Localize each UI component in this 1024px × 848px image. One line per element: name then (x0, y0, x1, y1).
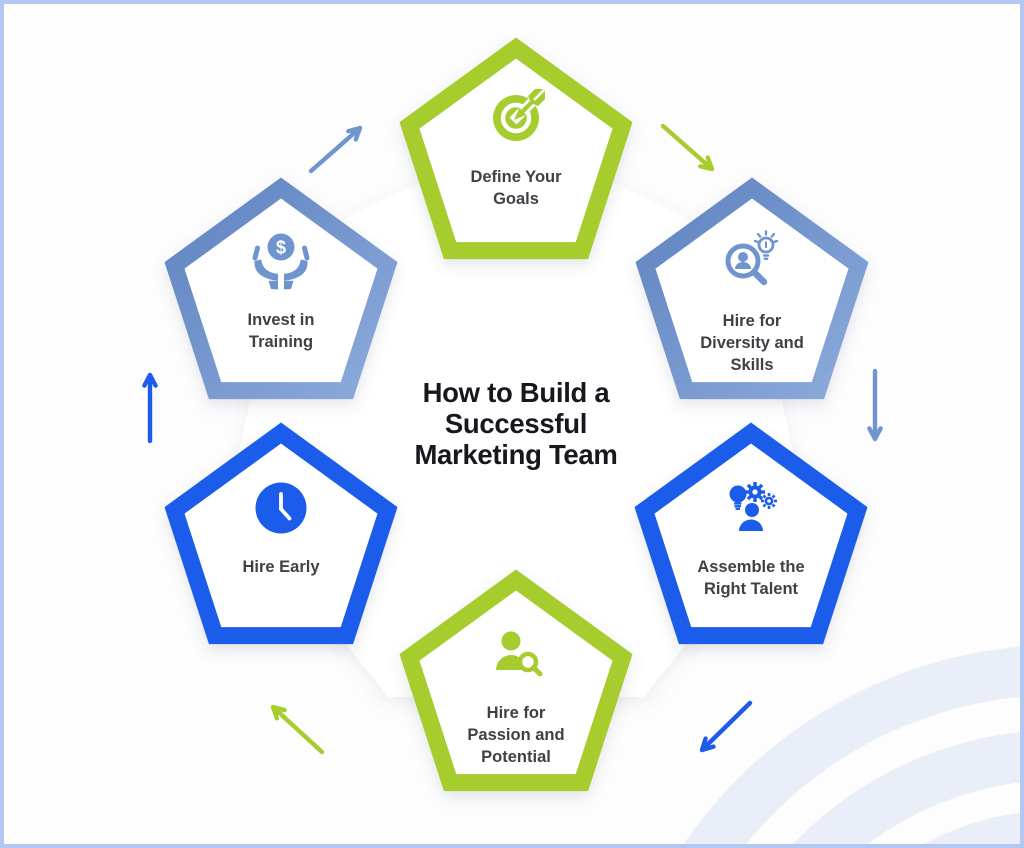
diagram-title: How to Build a Successful Marketing Team (414, 377, 618, 470)
pentagon-hire-for-diversity (635, 177, 869, 400)
pentagon-hire-early (164, 422, 398, 645)
svg-text:$: $ (276, 238, 286, 258)
clock-icon (255, 482, 307, 534)
step-label-hire-for-passion: Hire for Passion and Potential (467, 704, 565, 766)
target-dart-icon (493, 88, 546, 141)
step-label-invest-in-training: Invest in Training (247, 311, 315, 351)
step-label-assemble-talent: Assemble the Right Talent (697, 558, 805, 598)
step-label-hire-early: Hire Early (242, 558, 320, 576)
pentagon-assemble-talent (634, 422, 868, 645)
arrow-invest-to-define (308, 125, 363, 174)
step-label-define-your-goals: Define Your Goals (470, 168, 562, 208)
pentagon-invest-in-training: $ (164, 177, 398, 400)
pentagon-hire-for-passion (399, 569, 633, 792)
arrow-diversity-to-assemble (867, 368, 883, 442)
lightbulb-gears-person-icon (729, 482, 777, 531)
arrow-passion-to-hire-early (270, 704, 325, 755)
step-label-hire-for-diversity: Hire for Diversity and Skills (700, 312, 804, 374)
arrow-hire-early-to-invest (142, 372, 158, 444)
person-magnifier-icon (496, 631, 543, 677)
pentagon-define-your-goals (399, 37, 633, 260)
magnifier-person-lightbulb-icon (725, 230, 779, 286)
arrow-assemble-to-passion (699, 700, 753, 753)
corner-arcs-decoration (681, 646, 1024, 848)
hands-dollar-coin-icon: $ (252, 233, 310, 290)
arrow-define-to-diversity (660, 123, 715, 172)
